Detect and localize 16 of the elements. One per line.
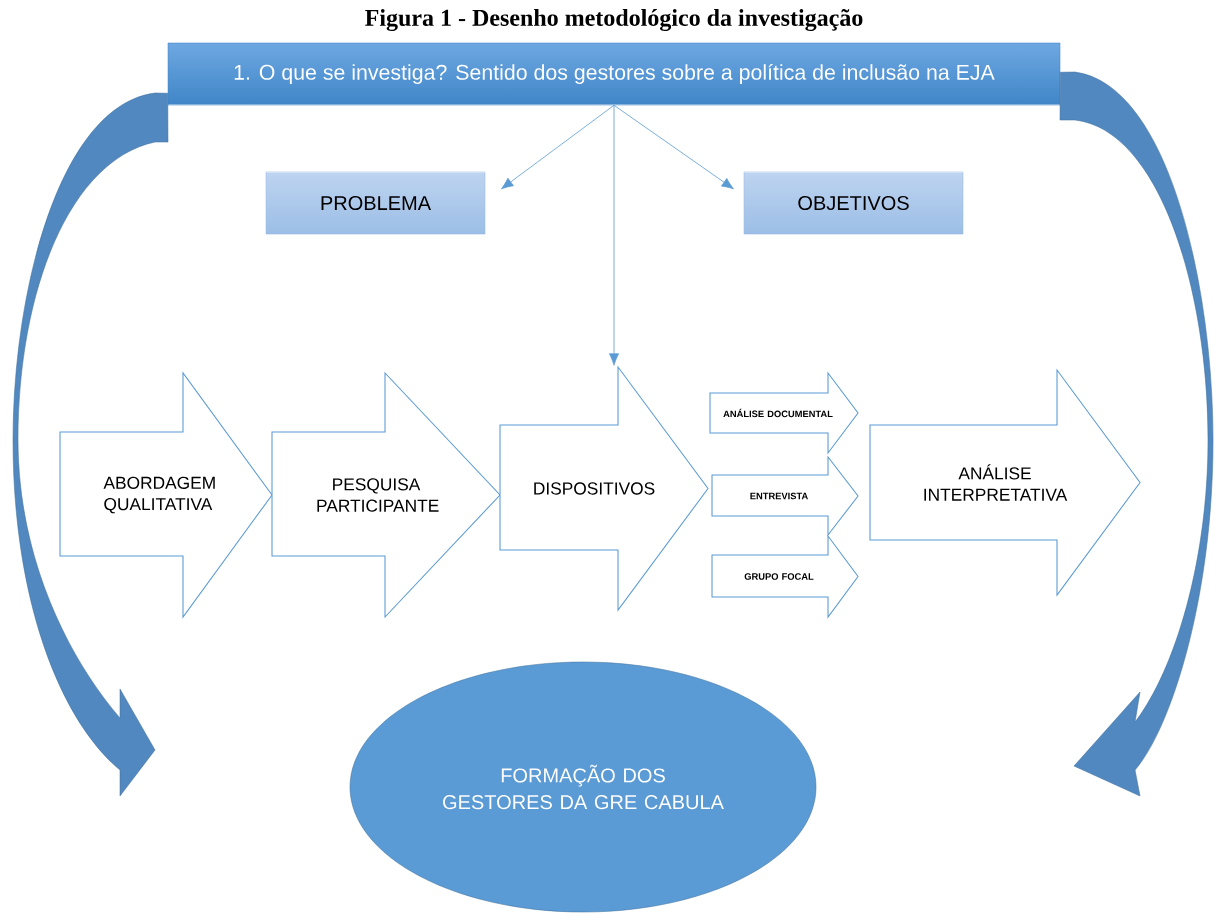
text-box: OBJETIVOS — [743, 171, 964, 235]
curved-arrow — [1059, 71, 1214, 797]
curved-arrow — [12, 92, 169, 797]
step-block: DISPOSITIVOS — [499, 365, 709, 612]
step-block: ANÁLISE DOCUMENTAL — [709, 371, 859, 455]
step-block: PESQUISA PARTICIPANTE — [271, 371, 501, 619]
arrow — [613, 104, 734, 190]
banner: 1. O que se investiga? Sentido dos gestores sobre a política de inclusão na EJA — [167, 42, 1061, 106]
arrow — [501, 104, 615, 190]
text-box: PROBLEMA — [265, 171, 486, 235]
step-block: GRUPO FOCAL — [711, 534, 859, 619]
arrow — [609, 104, 620, 366]
step-block: ANÁLISE INTERPRETATIVA — [869, 368, 1141, 597]
step-block: ABORDAGEM QUALITATIVA — [59, 371, 273, 619]
step-block: ENTREVISTA — [711, 455, 859, 537]
figure-title: Figura 1 - Desenho metodológico da investigação — [365, 9, 863, 31]
